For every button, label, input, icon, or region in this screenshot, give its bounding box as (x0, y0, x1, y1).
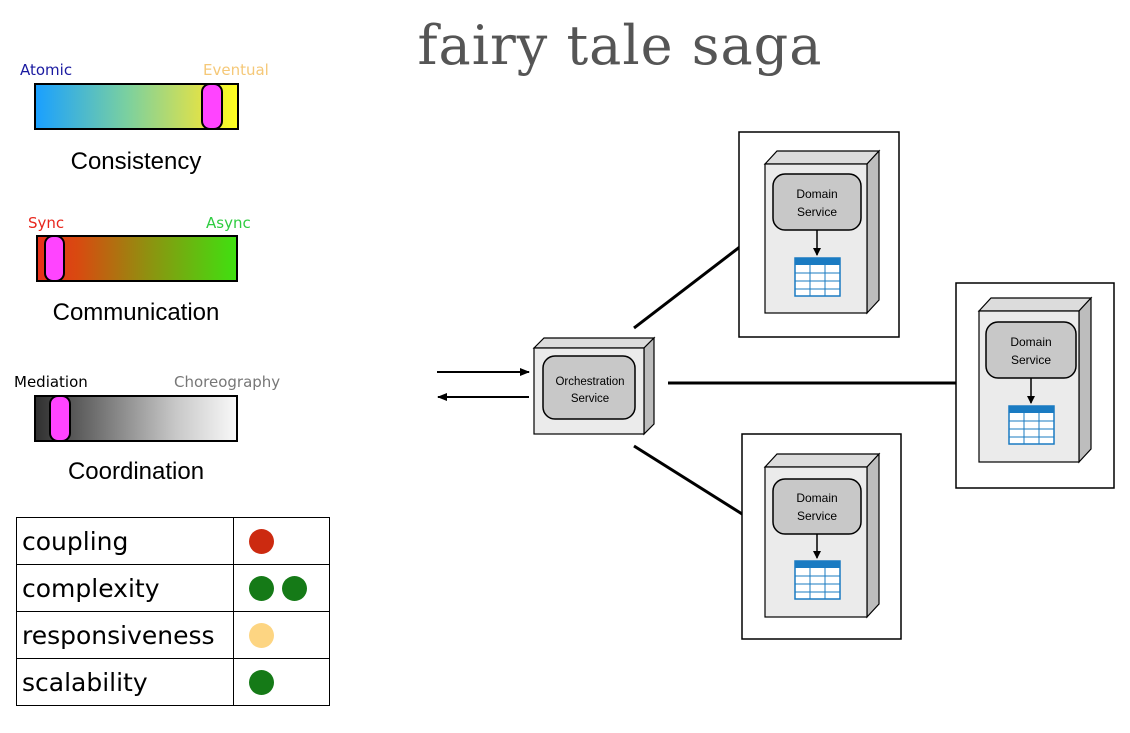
arrow-to-service-top (633, 231, 759, 330)
rating-dot (249, 622, 274, 648)
domain-service-right: Domain Service (955, 282, 1115, 489)
attribute-rating (233, 611, 330, 659)
orchestration-service: Orchestration Service (532, 336, 656, 436)
communication-title: Communication (52, 299, 220, 326)
domain-service-label-line1: Domain (796, 187, 837, 201)
attribute-rating (233, 564, 330, 612)
attribute-table: coupling complexity responsiveness scala… (16, 517, 330, 706)
rating-dot (249, 528, 274, 554)
communication-right-label: Async (206, 214, 251, 232)
consistency-right-label: Eventual (203, 61, 269, 79)
rating-dot (282, 575, 307, 601)
orchestrator-label-line2: Service (571, 393, 609, 405)
domain-service-label-line2: Service (797, 205, 837, 219)
attribute-name: complexity (16, 564, 234, 612)
database-table-icon (794, 257, 841, 297)
domain-service-label-line2: Service (797, 509, 837, 523)
coordination-marker (49, 395, 71, 442)
orchestrator-label-line1: Orchestration (555, 376, 624, 388)
attribute-name: scalability (16, 658, 234, 706)
page-title: fairy tale saga (417, 14, 823, 77)
domain-service-bottom: Domain Service (741, 433, 902, 640)
table-row: complexity (16, 564, 330, 612)
domain-service-label-line2: Service (1011, 353, 1051, 367)
table-row: responsiveness (16, 611, 330, 659)
domain-service-label-line1: Domain (1010, 335, 1051, 349)
coordination-right-label: Choreography (174, 373, 281, 391)
communication-marker (44, 235, 65, 282)
communication-bar (36, 235, 238, 282)
communication-left-label: Sync (28, 214, 65, 232)
domain-service-top: Domain Service (738, 131, 900, 338)
attribute-name: responsiveness (16, 611, 234, 659)
consistency-marker (201, 83, 223, 130)
domain-service-label-line1: Domain (796, 491, 837, 505)
coordination-left-label: Mediation (14, 373, 88, 391)
database-table-icon (1008, 405, 1055, 445)
database-table-icon (794, 560, 841, 600)
arrow-to-service-bottom (633, 444, 759, 526)
rating-dot (249, 669, 274, 695)
coordination-title: Coordination (67, 458, 205, 485)
consistency-left-label: Atomic (20, 61, 73, 79)
table-row: scalability (16, 658, 330, 706)
attribute-rating (233, 658, 330, 706)
rating-dot (249, 575, 274, 601)
consistency-title: Consistency (70, 148, 202, 175)
